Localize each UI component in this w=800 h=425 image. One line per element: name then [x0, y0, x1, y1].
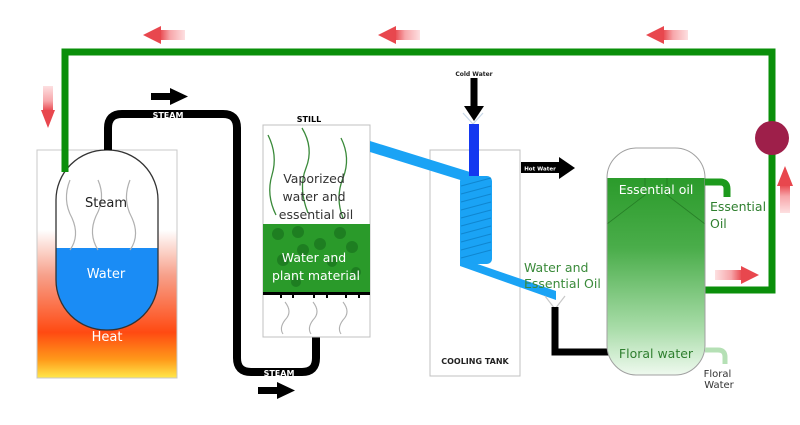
vapor-line [370, 141, 470, 183]
floral-water-outlet-label-line-1: Floral [704, 369, 732, 380]
steam-pipe [104, 110, 320, 376]
still-grate [263, 292, 370, 295]
cold-water-label: Cold Water [455, 71, 492, 78]
cold-water-pipe [469, 124, 479, 176]
steam-label-bottom: STEAM [264, 369, 295, 378]
floral-water-outlet-label: Floral Water [704, 369, 735, 391]
flow-arrow-left-1 [143, 26, 185, 44]
steam-label-top: STEAM [153, 111, 184, 120]
still-plant-label: Water and plant material [272, 250, 360, 283]
condenser-coil [460, 176, 492, 264]
boiler-water-label: Water [87, 267, 126, 282]
still-grate-slots [280, 295, 360, 298]
condensate-line [460, 258, 556, 300]
boiler-steam-label: Steam [85, 196, 127, 211]
plant-material-particles [272, 226, 361, 287]
essential-oil-outlet-label-line-1: Essential [710, 199, 766, 214]
vapor-wisps [267, 127, 348, 219]
steam-wisps-still [280, 301, 348, 335]
outflow-label: Water and Essential Oil [524, 260, 601, 291]
separator-oil-label: Essential oil [619, 182, 694, 197]
boiler-heat-label: Heat [92, 330, 123, 345]
still-vapor-label-line-2: water and [282, 189, 345, 204]
steam-direction-arrow-bottom [258, 382, 295, 399]
still-vapor-label: Vaporized water and essential oil [279, 171, 353, 222]
flow-arrow-down [41, 86, 55, 128]
steam-direction-arrow-top [151, 88, 188, 105]
cold-water-arrow [464, 78, 484, 121]
essential-oil-outlet-label: Essential Oil [710, 199, 770, 231]
essential-oil-outlet-label-line-2: Oil [710, 216, 727, 231]
still-vapor-label-line-3: essential oil [279, 207, 353, 222]
floral-water-outlet [705, 347, 728, 364]
still-plant-label-line-1: Water and [282, 250, 346, 265]
still-title: STILL [297, 115, 321, 124]
flow-arrow-left-3 [646, 26, 688, 44]
recirculation-inlet [61, 130, 69, 172]
cooling-tank-label: COOLING TANK [441, 357, 509, 366]
flow-arrow-right [715, 266, 759, 284]
floral-water-outlet-label-line-2: Water [704, 380, 734, 391]
essential-oil-outlet [705, 178, 731, 197]
flow-arrow-left-2 [378, 26, 420, 44]
hot-water-arrow [521, 157, 575, 179]
pump-icon [755, 121, 789, 155]
separator-feed-pipe [551, 307, 610, 356]
boiler-vessel [55, 149, 159, 331]
still-plant-label-line-2: plant material [272, 268, 360, 283]
hot-water-label: Hot Water [524, 167, 556, 173]
outflow-label-line-2: Essential Oil [524, 276, 601, 291]
recirculation-pipe [61, 48, 776, 294]
separator-water-label: Floral water [619, 346, 694, 361]
outflow-label-line-1: Water and [524, 260, 588, 275]
flow-arrow-up [777, 166, 793, 213]
still-vapor-label-line-1: Vaporized [283, 171, 345, 186]
separator-vessel [606, 147, 706, 376]
